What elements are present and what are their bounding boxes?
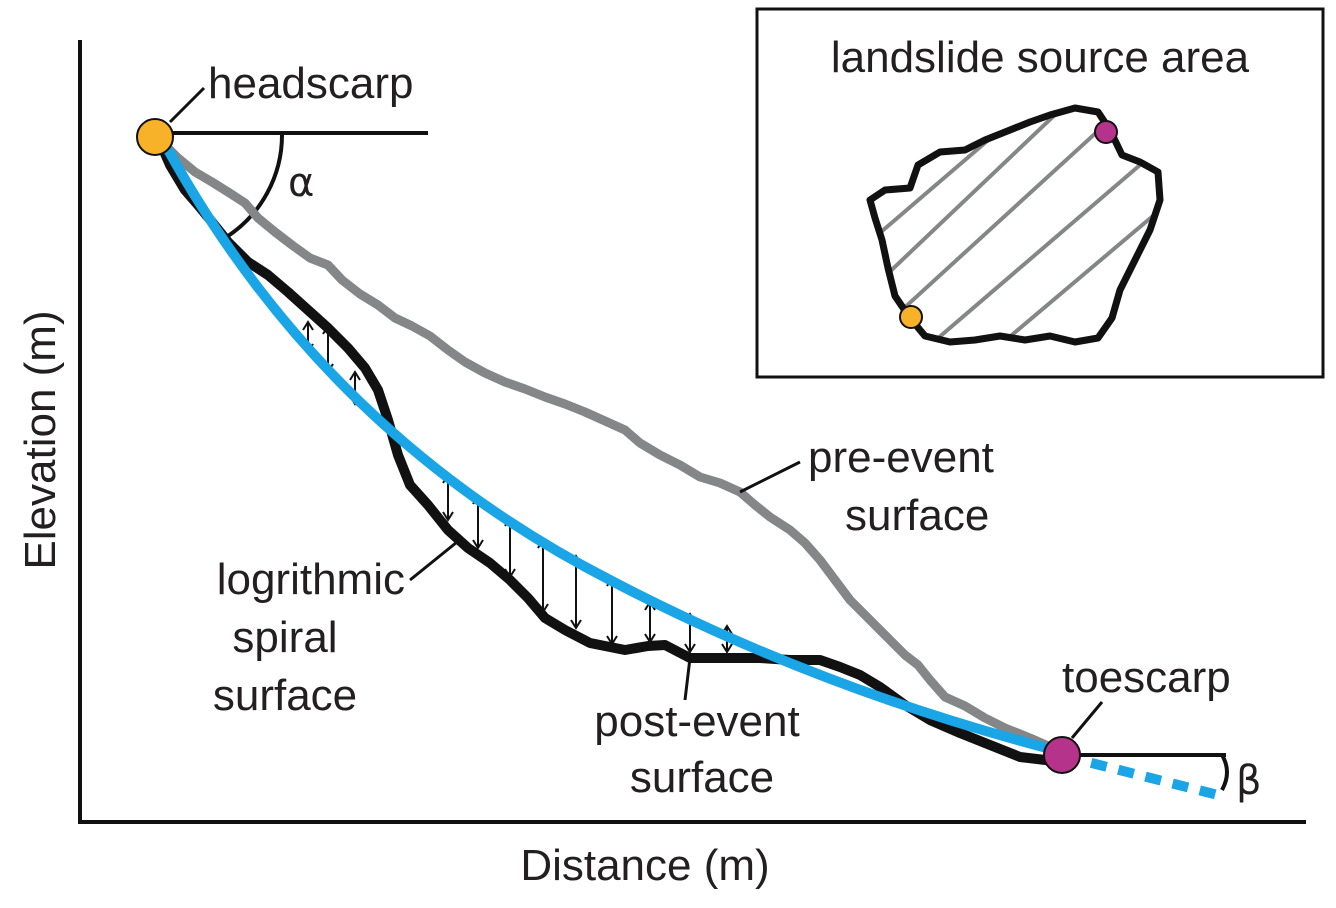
- headscarp-label: headscarp: [208, 59, 413, 108]
- toescarp-point: [1043, 736, 1081, 774]
- log-spiral-leader: [409, 536, 463, 582]
- toescarp-leader: [1070, 701, 1104, 739]
- inset-toescarp-point: [1094, 120, 1118, 144]
- log-spiral-extension-dashed: [1062, 751, 1224, 801]
- beta-label: β: [1236, 758, 1262, 804]
- post-event-label-line1: post-event: [594, 697, 799, 746]
- inset-frame: [755, 7, 1325, 379]
- post-event-label-line2: surface: [630, 753, 774, 802]
- log-spiral-label-line3: surface: [213, 671, 357, 720]
- y-axis-label: Elevation (m): [16, 310, 65, 569]
- inset-headscarp-point: [899, 305, 923, 329]
- log-spiral-label-line1: logrithmic: [217, 555, 405, 604]
- pre-event-surface-line: [155, 135, 1067, 757]
- toescarp-label: toescarp: [1062, 653, 1231, 702]
- pre-event-label-line1: pre-event: [808, 433, 994, 482]
- source-area-outline: [866, 104, 1164, 346]
- alpha-label: α: [288, 160, 314, 206]
- log-spiral-surface-line: [155, 130, 1067, 757]
- post-event-leader: [683, 657, 692, 701]
- pre-event-label-line2: surface: [845, 491, 989, 540]
- pre-event-leader: [739, 460, 801, 494]
- beta-angle-arc: [1220, 753, 1229, 791]
- x-axis-label: Distance (m): [520, 841, 769, 890]
- post-event-surface-line: [155, 137, 1067, 767]
- source-area-inset: landslide source area: [755, 7, 1325, 379]
- inset-title: landslide source area: [831, 33, 1250, 82]
- headscarp-point: [136, 118, 174, 156]
- log-spiral-label-line2: spiral: [232, 613, 337, 662]
- alpha-angle-arc: [223, 132, 285, 240]
- headscarp-leader: [168, 86, 206, 124]
